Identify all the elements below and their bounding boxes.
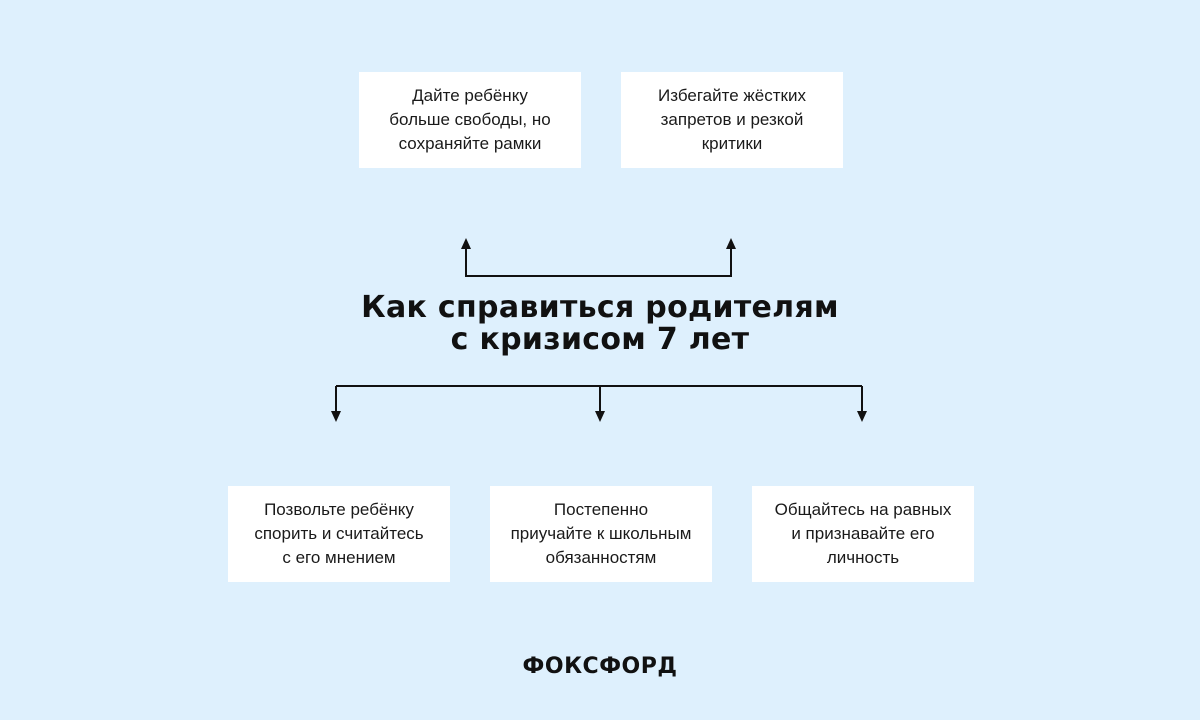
tip-box-avoid-strict-bans: Избегайте жёстких запретов и резкой крит… bbox=[621, 72, 843, 168]
brand-logo: ФОКСФОРД bbox=[522, 654, 678, 679]
diagram-title-line-1: Как справиться родителям bbox=[361, 290, 839, 325]
arrow-up-left bbox=[461, 238, 471, 249]
diagram-title-line-2: с кризисом 7 лет bbox=[450, 322, 750, 357]
arrow-up-right bbox=[726, 238, 736, 249]
arrow-down-center bbox=[595, 411, 605, 422]
arrow-down-left bbox=[331, 411, 341, 422]
top-connector bbox=[465, 248, 732, 277]
tip-box-talk-as-equals: Общайтесь на равных и признавайте его ли… bbox=[752, 486, 974, 582]
tip-box-let-argue: Позвольте ребёнку спорить и считайтесь с… bbox=[228, 486, 450, 582]
tip-box-school-duties: Постепенно приучайте к школьным обязанно… bbox=[490, 486, 712, 582]
diagram-title: Как справиться родителям с кризисом 7 ле… bbox=[0, 292, 1200, 356]
tip-box-more-freedom: Дайте ребёнку больше свободы, но сохраня… bbox=[359, 72, 581, 168]
arrow-down-right bbox=[857, 411, 867, 422]
